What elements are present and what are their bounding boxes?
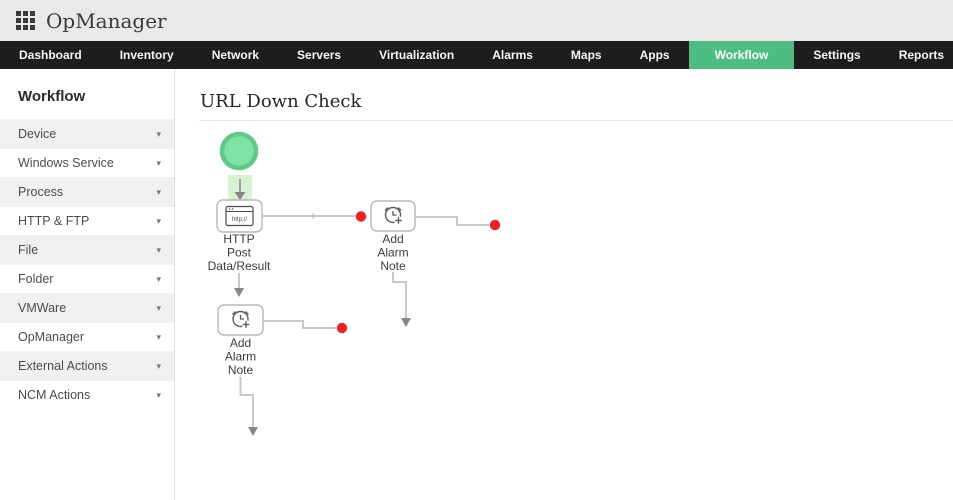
app-title: OpManager [46, 8, 167, 33]
chevron-down-icon: ▾ [156, 331, 161, 342]
title-divider [199, 120, 953, 121]
nav-item-virtualization[interactable]: Virtualization [379, 48, 455, 62]
app-grid-icon[interactable] [16, 11, 35, 30]
sidebar-item-process[interactable]: Process ▾ [0, 177, 174, 206]
arrowhead-start-down [234, 192, 246, 200]
sidebar-item-label: VMWare [18, 301, 67, 315]
nav-item-servers[interactable]: Servers [297, 48, 342, 62]
app-header: OpManager [0, 0, 953, 41]
endpoint-dot-1[interactable] [355, 211, 367, 222]
chevron-down-icon: ▾ [156, 302, 161, 313]
arrowhead-alarm1-down [401, 318, 411, 327]
nav-item-reports[interactable]: Reports [898, 48, 945, 62]
sidebar-item-windows-service[interactable]: Windows Service ▾ [0, 148, 174, 177]
chevron-down-icon: ▾ [156, 389, 161, 400]
nav-item-inventory[interactable]: Inventory [119, 48, 174, 62]
nav-item-workflow[interactable]: Workflow [688, 41, 795, 69]
arrowhead-http-down [234, 288, 244, 297]
chevron-down-icon: ▾ [156, 244, 161, 255]
endpoint-dot-2[interactable] [489, 219, 501, 231]
chevron-down-icon: ▾ [156, 186, 161, 197]
alarm-note-icon [384, 206, 403, 225]
chevron-down-icon: ▾ [156, 273, 161, 284]
workflow-diagram: http:// HTTP Post Data/Result Add [208, 131, 501, 436]
chevron-down-icon: ▾ [156, 157, 161, 168]
sidebar-item-folder[interactable]: Folder ▾ [0, 264, 174, 293]
sidebar-item-ncm-actions[interactable]: NCM Actions ▾ [0, 380, 174, 409]
sidebar-title: Workflow [18, 88, 86, 105]
svg-text:Note: Note [228, 363, 254, 377]
nav-item-maps[interactable]: Maps [570, 48, 602, 62]
nav-item-alarms[interactable]: Alarms [492, 48, 533, 62]
chevron-down-icon: ▾ [156, 128, 161, 139]
workflow-sidebar: Workflow Device ▾ Windows Service ▾ Proc… [0, 69, 175, 500]
svg-text:http://: http:// [232, 217, 247, 223]
svg-text:Data/Result: Data/Result [208, 259, 271, 273]
sidebar-item-label: Device [18, 127, 57, 141]
svg-text:Post: Post [227, 246, 252, 260]
connector-alarm2-down [239, 377, 254, 428]
sidebar-item-label: Folder [18, 272, 54, 286]
arrowhead-alarm2-down [248, 427, 258, 436]
sidebar-item-device[interactable]: Device ▾ [0, 119, 174, 148]
workflow-title: URL Down Check [200, 91, 362, 112]
sidebar-item-label: Windows Service [18, 156, 114, 170]
node-add-alarm-note-2[interactable]: Add Alarm Note [217, 304, 264, 377]
sidebar-item-label: NCM Actions [18, 388, 91, 402]
sidebar-item-vmware[interactable]: VMWare ▾ [0, 293, 174, 322]
svg-text:Add: Add [230, 336, 251, 350]
svg-text:Alarm: Alarm [377, 246, 408, 260]
svg-text:Note: Note [380, 259, 406, 273]
node-add-alarm-note-1[interactable]: Add Alarm Note [370, 200, 416, 273]
svg-text:HTTP: HTTP [223, 232, 254, 246]
sidebar-item-external-actions[interactable]: External Actions ▾ [0, 351, 174, 380]
alarm-note-icon [232, 310, 251, 329]
chevron-down-icon: ▾ [156, 360, 161, 371]
sidebar-item-label: Process [18, 185, 64, 199]
workflow-canvas: URL Down Check [175, 69, 953, 500]
sidebar-item-label: File [18, 243, 39, 257]
sidebar-item-opmanager[interactable]: OpManager ▾ [0, 322, 174, 351]
svg-text:Add: Add [382, 232, 403, 246]
nav-item-apps[interactable]: Apps [639, 48, 670, 62]
sidebar-item-label: OpManager [18, 330, 85, 344]
connector-alarm1-right [416, 216, 489, 226]
sidebar-item-http-ftp[interactable]: HTTP & FTP ▾ [0, 206, 174, 235]
connector-alarm2-right [264, 320, 336, 329]
sidebar-item-label: HTTP & FTP [18, 214, 90, 228]
sidebar-item-file[interactable]: File ▾ [0, 235, 174, 264]
node-http-post[interactable]: http:// HTTP Post Data/Result [208, 199, 271, 273]
endpoint-dot-3[interactable] [336, 322, 348, 334]
sidebar-item-label: External Actions [18, 359, 108, 373]
chevron-down-icon: ▾ [156, 215, 161, 226]
http-browser-icon: http:// [225, 205, 254, 227]
main-nav: Dashboard Inventory Network Servers Virt… [0, 41, 953, 69]
nav-item-network[interactable]: Network [211, 48, 260, 62]
svg-text:Alarm: Alarm [225, 350, 256, 364]
nav-item-settings[interactable]: Settings [813, 48, 861, 62]
nav-item-dashboard[interactable]: Dashboard [19, 48, 82, 62]
start-node[interactable] [219, 131, 259, 171]
connector-alarm1-down [392, 272, 407, 319]
